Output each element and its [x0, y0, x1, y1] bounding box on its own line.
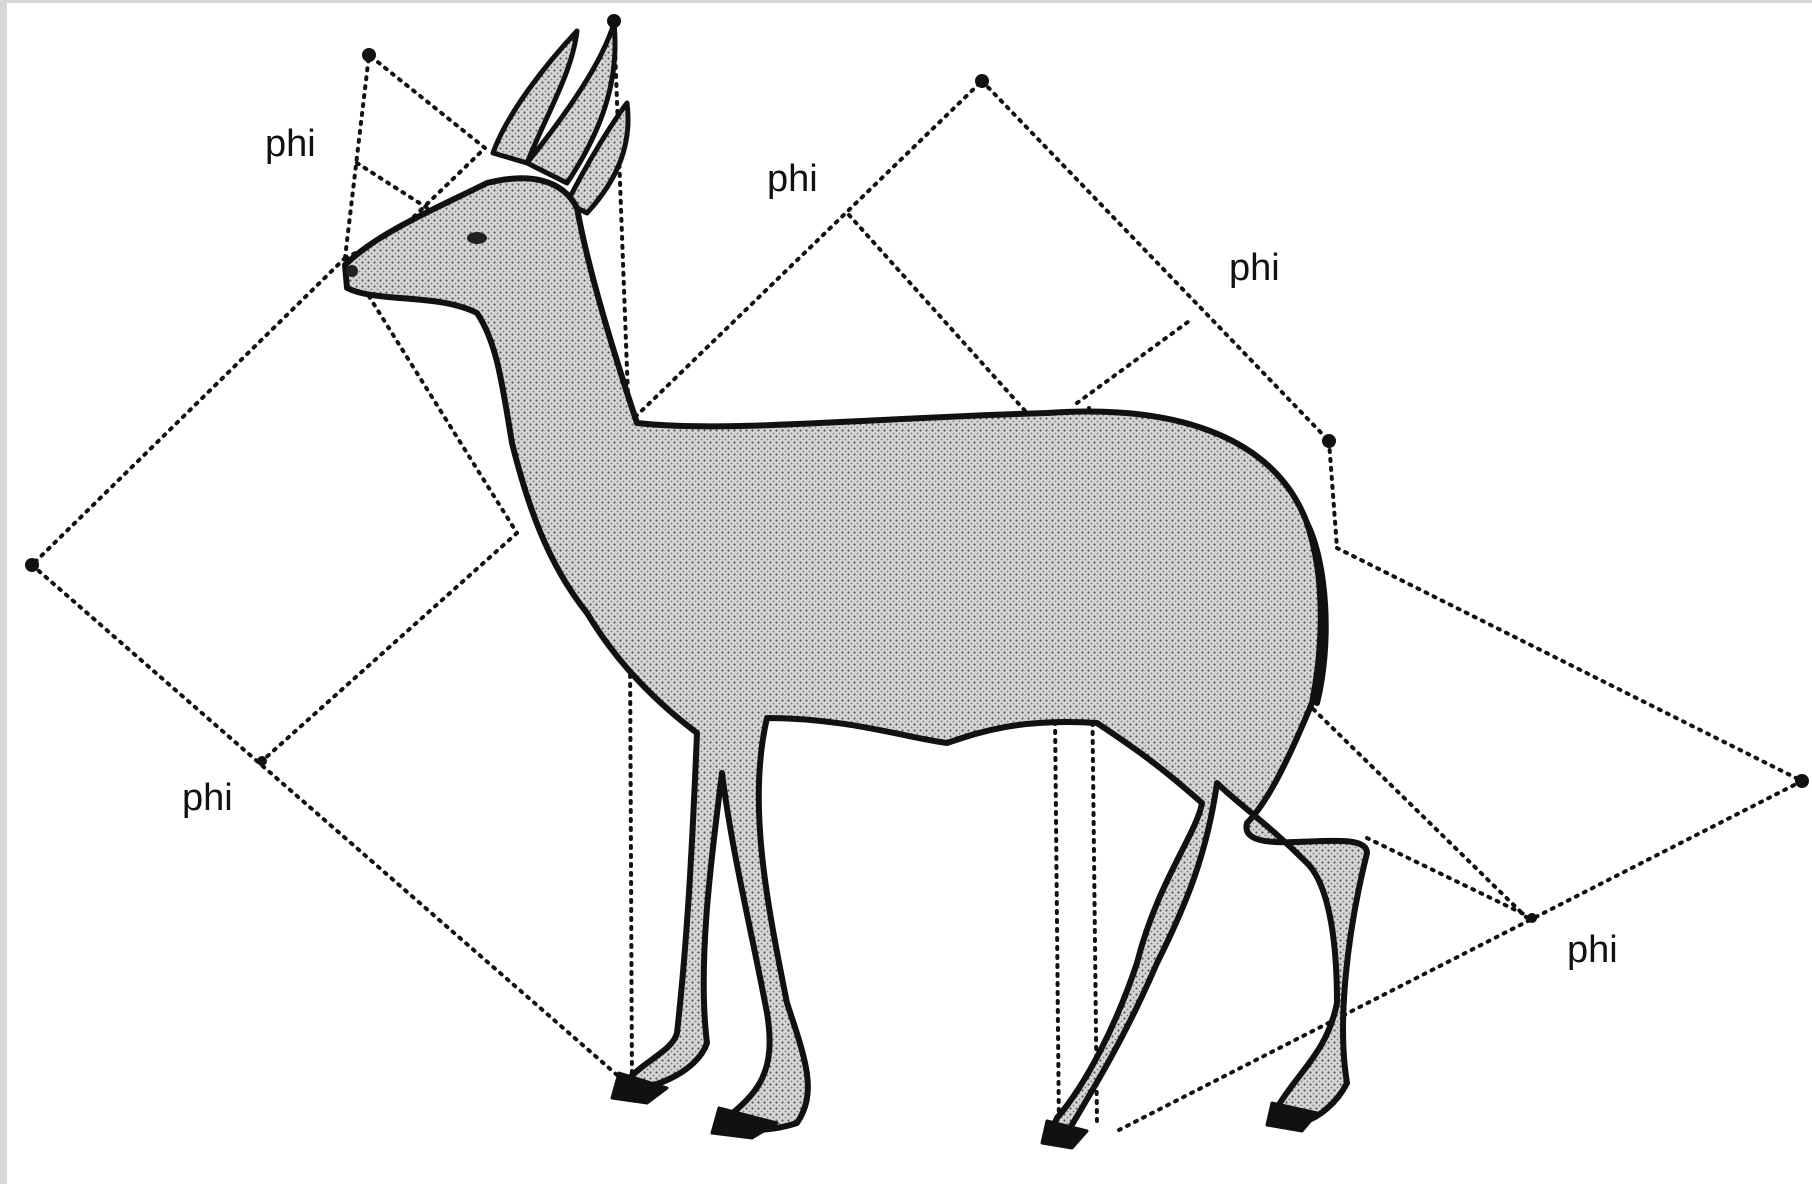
- phi-label-rump: phi: [1229, 249, 1280, 287]
- back-left-line: [629, 81, 982, 423]
- phi-label-chest: phi: [182, 779, 233, 817]
- eye: [467, 232, 487, 244]
- muzzle-diagonal-line: [32, 258, 345, 565]
- vertex-dot: [1795, 774, 1809, 788]
- back-inner-line-2: [1077, 319, 1192, 403]
- head-inner-line: [357, 163, 435, 213]
- vertex-dot: [1322, 434, 1336, 448]
- chest-diagonal-line: [262, 533, 517, 761]
- vertex-dot: [25, 558, 39, 572]
- vertex-dot: [362, 48, 376, 62]
- tail-lower-line: [1117, 781, 1802, 1131]
- vertex-dot: [975, 74, 989, 88]
- antelope-illustration: [345, 23, 1367, 1148]
- phi-label-back: phi: [767, 160, 818, 198]
- hoof: [1042, 1121, 1087, 1148]
- rump-diagonal-line: [1337, 548, 1802, 781]
- hind-vertical-line: [1055, 713, 1059, 1133]
- diagram-canvas: [7, 3, 1812, 1187]
- back-inner-line: [849, 215, 1027, 413]
- tail-inner-line: [1367, 838, 1532, 918]
- phi-label-tail: phi: [1567, 931, 1618, 969]
- muzzle-diagonal-line-2: [32, 565, 632, 1088]
- rump-vertical-line: [1329, 441, 1337, 548]
- nose: [346, 265, 358, 277]
- vertex-dot: [257, 756, 267, 766]
- vertex-dot: [1527, 913, 1537, 923]
- phi-label-head: phi: [265, 125, 316, 163]
